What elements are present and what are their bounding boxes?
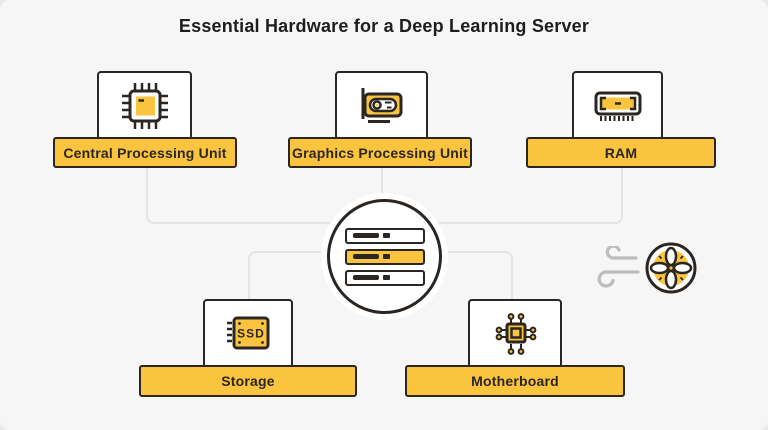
cpu-card bbox=[97, 71, 192, 140]
connector-ram-to-server bbox=[384, 166, 623, 224]
server-dot bbox=[382, 233, 390, 238]
motherboard-card bbox=[468, 299, 562, 368]
cpu-chip-icon bbox=[121, 82, 168, 129]
ram-card bbox=[572, 71, 663, 140]
storage-card: SSD bbox=[203, 299, 293, 368]
motherboard-icon bbox=[495, 312, 537, 355]
connector-cpu-to-server bbox=[146, 166, 386, 224]
cooling-fan-group bbox=[594, 238, 704, 298]
server-rack-icon bbox=[344, 227, 425, 244]
page-title: Essential Hardware for a Deep Learning S… bbox=[178, 16, 590, 36]
gpu-card bbox=[335, 71, 428, 140]
ram-module-icon bbox=[594, 91, 641, 121]
ssd-icon: SSD bbox=[227, 316, 270, 349]
ram-label: RAM bbox=[526, 137, 716, 168]
connector-motherboard-to-server bbox=[384, 251, 513, 303]
motherboard-label: Motherboard bbox=[405, 365, 625, 397]
gpu-label: Graphics Processing Unit bbox=[288, 137, 472, 168]
server-dot bbox=[382, 275, 390, 280]
server-dot bbox=[382, 254, 390, 259]
gpu-card-icon bbox=[361, 87, 402, 123]
server-node bbox=[327, 199, 442, 314]
connector-gpu-to-server bbox=[381, 166, 383, 210]
server-rack-icon bbox=[344, 248, 425, 265]
server-slab bbox=[352, 233, 379, 238]
ssd-icon-text: SSD bbox=[237, 326, 265, 340]
fan-icon bbox=[645, 242, 697, 294]
cpu-label: Central Processing Unit bbox=[53, 137, 237, 168]
storage-label: Storage bbox=[139, 365, 357, 397]
server-slab bbox=[352, 275, 379, 280]
server-rack-icon bbox=[344, 269, 425, 286]
server-slab bbox=[352, 254, 379, 259]
wind-lines-icon bbox=[597, 246, 640, 288]
connector-storage-to-server bbox=[248, 251, 386, 303]
